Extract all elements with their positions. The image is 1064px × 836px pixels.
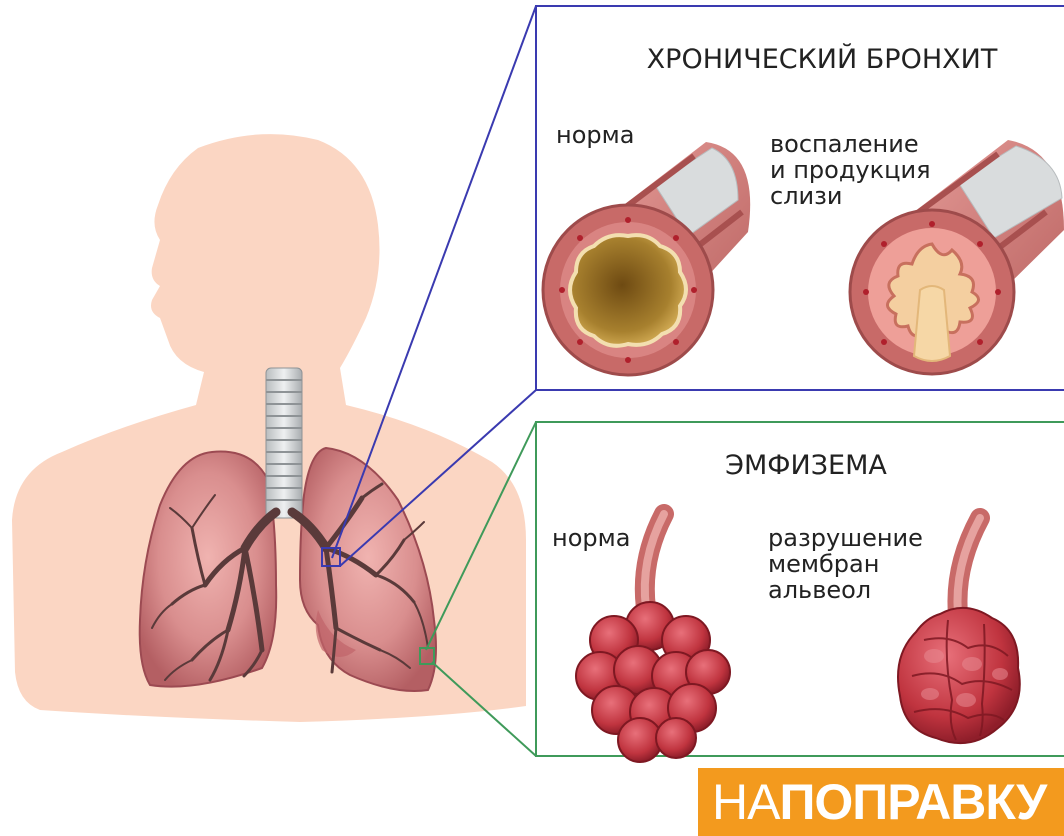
logo-part-na: НА xyxy=(712,774,779,830)
trachea xyxy=(266,368,302,518)
logo-part-popravku: ПОПРАВКУ xyxy=(779,774,1046,830)
napopravku-logo: НАПОПРАВКУ xyxy=(698,768,1064,836)
mucus xyxy=(914,286,950,361)
emphysema-panel: ЭМФИЗЕМА норма разрушение мембран альвео… xyxy=(536,422,1064,762)
emphysema-normal-label: норма xyxy=(552,524,630,552)
bronchitis-title: ХРОНИЧЕСКИЙ БРОНХИТ xyxy=(647,43,998,75)
normal-bronchus-lumen xyxy=(570,235,686,346)
emphysema-title: ЭМФИЗЕМА xyxy=(725,450,887,481)
trachea-tube xyxy=(266,368,302,518)
bronchitis-panel: ХРОНИЧЕСКИЙ БРОНХИТ норма воспаление и п… xyxy=(536,6,1064,390)
logo-wordmark: НАПОПРАВКУ xyxy=(712,773,1046,831)
bronchitis-normal-label: норма xyxy=(556,121,634,149)
